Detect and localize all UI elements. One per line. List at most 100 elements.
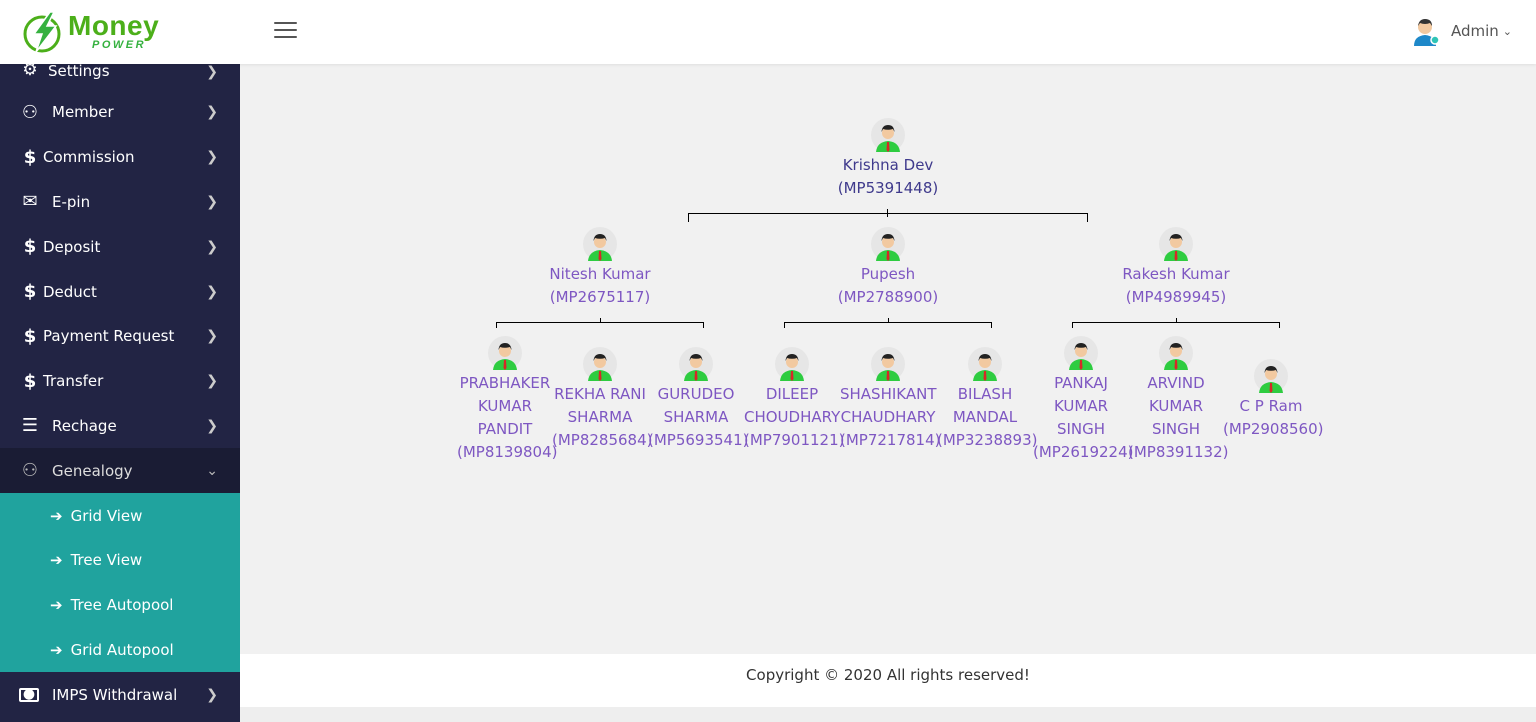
connector [1072,322,1073,328]
chevron-right-icon: ❯ [206,417,218,434]
member-name-line: PRABHAKER [459,374,551,392]
brand-logo[interactable]: Money POWER [20,8,180,56]
member-id: (MP7901121) [744,431,845,449]
tree-node-level2[interactable]: DILEEP CHOUDHARY (MP7901121) [744,347,845,452]
sidebar-item-payment-request[interactable]: $ Payment Request ❯ [0,314,240,359]
member-id: (MP2619224) [1033,443,1134,461]
tree-node-level2[interactable]: PRABHAKER KUMAR PANDIT (MP8139804) [457,336,558,464]
sidebar-item-deposit[interactable]: $ Deposit ❯ [0,224,240,269]
member-id: (MP2908560) [1223,420,1324,438]
member-name-line: SINGH [1056,420,1106,438]
member-name-line: KUMAR [477,397,533,415]
tree-node-level2[interactable]: BILASH MANDAL (MP3238893) [937,347,1038,452]
connector [784,322,992,323]
sidebar-item-label: Deduct [43,282,97,301]
member-name: Krishna Dev [842,156,934,174]
sidebar-item-transfer[interactable]: $ Transfer ❯ [0,359,240,404]
sidebar-item-commission[interactable]: $ Commission ❯ [0,135,240,180]
submenu-label: Grid View [70,506,143,525]
member-name-line: BILASH [957,385,1013,403]
connector [784,322,785,328]
dollar-icon: $ [23,236,37,258]
member-id: (MP5391448) [837,179,939,197]
admin-avatar-icon [1413,19,1440,46]
dollar-icon: $ [23,325,37,347]
member-name-line: SINGH [1151,420,1201,438]
tree-node-level1[interactable]: Rakesh Kumar (MP4989945) [1116,227,1236,309]
sidebar-item-label: Rechage [52,416,117,435]
hamburger-icon [274,22,297,24]
tree-node-level2[interactable]: ARVIND KUMAR SINGH (MP8391132) [1128,336,1229,464]
sidebar: ⚙ Settings ❯ ⚇ Member ❯ $ Commission ❯ ✉… [0,64,240,722]
chevron-right-icon: ❯ [206,686,218,703]
chevron-right-icon: ❯ [206,373,218,390]
member-avatar-icon [1159,336,1193,370]
member-avatar-icon [583,347,617,381]
brand-tagline: POWER [92,39,147,51]
submenu-grid-autopool[interactable]: ➔ Grid Autopool [0,628,240,673]
member-name-line: SHASHIKANT [840,385,937,403]
member-avatar-icon [871,347,905,381]
tree-node-level2[interactable]: GURUDEO SHARMA (MP5693541) [648,347,749,452]
menu-toggle-button[interactable] [274,22,297,40]
member-name-line: PANDIT [477,420,533,438]
member-name-line: KUMAR [1053,397,1109,415]
connector [600,318,601,323]
sidebar-item-rechage[interactable]: ☰ Rechage ❯ [0,404,240,449]
arrow-right-icon: ➔ [50,551,63,570]
sidebar-item-label: Commission [43,148,135,167]
tree-node-level1[interactable]: Nitesh Kumar (MP2675117) [540,227,660,309]
hamburger-line [274,36,297,38]
tree-node-level2[interactable]: REKHA RANI SHARMA (MP8285684) [552,347,653,452]
lightning-icon [23,11,61,53]
list-icon: ☰ [21,415,39,437]
tree-node-level2[interactable]: SHASHIKANT CHAUDHARY (MP7217814) [840,347,941,452]
sidebar-item-label: Settings [48,64,110,80]
footer-strip [240,707,1536,722]
dollar-icon: $ [23,281,37,303]
member-name-line: PANKAJ [1054,374,1108,392]
member-id: (MP5693541) [648,431,749,449]
submenu-tree-autopool[interactable]: ➔ Tree Autopool [0,583,240,628]
tree-node-root[interactable]: Krishna Dev (MP5391448) [828,118,948,200]
submenu-label: Grid Autopool [70,640,174,659]
sidebar-item-member[interactable]: ⚇ Member ❯ [0,90,240,135]
genealogy-tree: Krishna Dev (MP5391448) Nitesh Kumar (MP… [240,64,1536,654]
submenu-grid-view[interactable]: ➔ Grid View [0,493,240,538]
genealogy-submenu: ➔ Grid View ➔ Tree View ➔ Tree Autopool … [0,493,240,673]
money-icon: ● [19,687,39,703]
submenu-tree-view[interactable]: ➔ Tree View [0,538,240,583]
member-id: (MP8285684) [552,431,653,449]
member-name: Nitesh Kumar [549,265,651,283]
sidebar-item-deduct[interactable]: $ Deduct ❯ [0,269,240,314]
member-id: (MP8391132) [1128,443,1229,461]
member-name-line: CHAUDHARY [840,408,936,426]
member-avatar-icon [968,347,1002,381]
member-avatar-icon [1064,336,1098,370]
sidebar-item-epin[interactable]: ✉ E-pin ❯ [0,180,240,225]
tree-node-level2[interactable]: C P Ram (MP2908560) [1223,359,1324,441]
hamburger-line [274,29,297,31]
member-avatar-icon [1254,359,1288,393]
arrow-right-icon: ➔ [50,640,63,659]
sidebar-item-label: Member [52,103,114,122]
member-name-line: SHARMA [567,408,633,426]
tree-node-level1[interactable]: Pupesh (MP2788900) [828,227,948,309]
member-avatar-icon [871,118,905,152]
dollar-icon: $ [23,370,37,392]
sidebar-item-imps-withdrawal[interactable]: ● IMPS Withdrawal ❯ [0,672,240,717]
connector [1072,322,1280,323]
users-icon: ⚇ [21,460,39,482]
chevron-right-icon: ❯ [206,328,218,345]
user-menu[interactable]: Admin ⌄ [1411,14,1512,48]
brand-name: Money [68,10,160,41]
tree-node-level2[interactable]: PANKAJ KUMAR SINGH (MP2619224) [1033,336,1134,464]
submenu-label: Tree View [70,551,143,570]
sidebar-item-genealogy[interactable]: ⚇ Genealogy ⌄ [0,448,240,494]
gear-icon: ⚙ [22,64,38,80]
sidebar-item-settings[interactable]: ⚙ Settings ❯ [0,64,240,82]
sidebar-item-label: Payment Request [43,327,175,346]
member-name-line: REKHA RANI [554,385,646,403]
footer: Copyright © 2020 All rights reserved! [240,654,1536,707]
connector [1279,322,1280,328]
